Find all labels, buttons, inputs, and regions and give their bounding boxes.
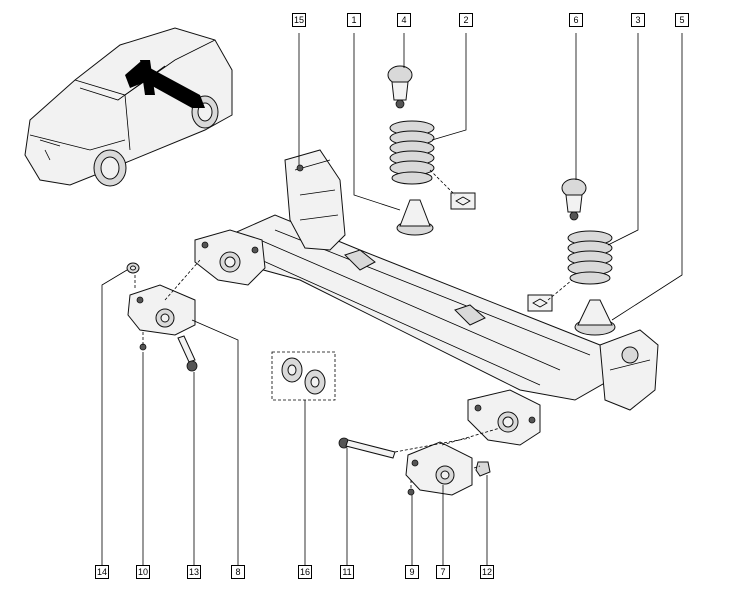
stud-9 [407, 488, 415, 496]
nut-right [475, 461, 491, 477]
coil-spring-right [567, 230, 613, 285]
callout-11: 11 [340, 565, 354, 579]
callout-3: 3 [631, 13, 645, 27]
callout-5: 5 [675, 13, 689, 27]
vehicle-thumbnail [24, 27, 233, 187]
callout-8: 8 [231, 565, 245, 579]
left-spring-tower [284, 149, 346, 251]
left-mount-bracket [127, 284, 196, 336]
leader-lines [101, 33, 683, 565]
callout-14: 14 [95, 565, 109, 579]
callout-7: 7 [436, 565, 450, 579]
right-mount-bracket [405, 441, 473, 496]
callout-16: 16 [298, 565, 312, 579]
bump-stop-right [574, 299, 616, 336]
bolt-13 [177, 335, 198, 372]
spring-insulator-right [561, 178, 587, 221]
assembly-guide-lines [134, 169, 573, 490]
callout-13: 13 [187, 565, 201, 579]
callout-1: 1 [347, 13, 361, 27]
right-hub-bracket [467, 389, 541, 446]
spring-insulator-left [387, 65, 413, 109]
callout-15: 15 [292, 13, 306, 27]
callout-4: 4 [397, 13, 411, 27]
nut-left [126, 262, 140, 274]
left-hub-bracket [194, 229, 266, 286]
bump-stop-left [396, 199, 434, 236]
coil-spring-left [389, 120, 435, 185]
callout-6: 6 [569, 13, 583, 27]
pad-symbol-left [450, 192, 476, 210]
bushing-kit [271, 351, 336, 401]
callout-2: 2 [459, 13, 473, 27]
callout-9: 9 [405, 565, 419, 579]
callout-12: 12 [480, 565, 494, 579]
pad-symbol-right [527, 294, 553, 312]
callout-10: 10 [136, 565, 150, 579]
bolt-11 [338, 437, 396, 459]
right-spring-tower [599, 329, 659, 411]
